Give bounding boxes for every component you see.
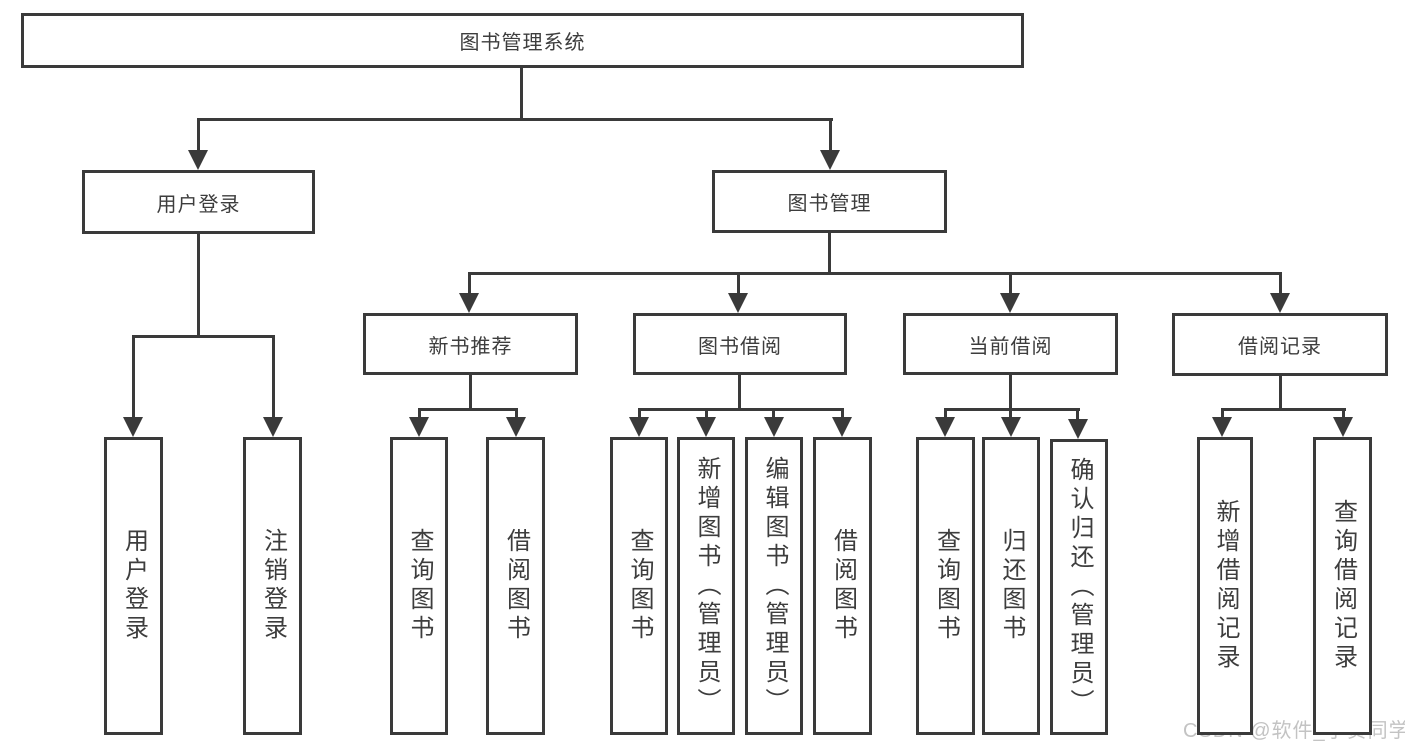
arrowhead-down-icon	[1270, 293, 1290, 313]
node-label: 用户登录	[120, 528, 148, 644]
connector-line	[638, 408, 844, 411]
arrowhead-down-icon	[1001, 417, 1021, 437]
connector-line	[841, 408, 844, 422]
node-logout: 注销登录	[243, 437, 302, 735]
connector-line	[944, 408, 947, 422]
node-label: 图书管理	[787, 193, 872, 215]
node-query-books-2: 查询图书	[610, 437, 668, 735]
node-book-management: 图书管理	[712, 170, 947, 233]
node-root: 图书管理系统	[21, 13, 1024, 68]
node-confirm-return-admin: 确认归还（管理员）	[1050, 439, 1108, 735]
arrowhead-down-icon	[728, 293, 748, 313]
connector-line	[1009, 272, 1012, 298]
node-borrow-records: 借阅记录	[1172, 313, 1388, 376]
connector-line	[1279, 376, 1282, 408]
node-new-book-recommend: 新书推荐	[363, 313, 578, 375]
node-user-login-group: 用户登录	[82, 170, 315, 234]
arrowhead-down-icon	[263, 417, 283, 437]
node-query-books-1: 查询图书	[390, 437, 448, 735]
connector-line	[197, 118, 200, 154]
connector-line	[197, 234, 200, 336]
node-borrow-books-2: 借阅图书	[813, 437, 872, 735]
node-borrow-books-1: 借阅图书	[486, 437, 545, 735]
arrowhead-down-icon	[123, 417, 143, 437]
node-book-borrowing: 图书借阅	[633, 313, 847, 375]
connector-line	[132, 335, 275, 338]
node-label: 图书借阅	[698, 335, 782, 358]
connector-line	[1076, 408, 1079, 422]
connector-line	[828, 233, 831, 274]
arrowhead-down-icon	[409, 417, 429, 437]
connector-line	[468, 272, 1282, 275]
connector-line	[705, 408, 708, 422]
node-label: 借阅图书	[502, 528, 530, 644]
node-label: 编辑图书（管理员）	[761, 455, 788, 717]
node-label: 注销登录	[259, 528, 287, 644]
node-label: 确认归还（管理员）	[1066, 456, 1093, 718]
connector-line	[418, 408, 421, 422]
connector-line	[1221, 408, 1346, 411]
connector-line	[469, 375, 472, 409]
node-add-borrow-record: 新增借阅记录	[1197, 437, 1253, 735]
node-label: 借阅记录	[1238, 336, 1322, 358]
connector-line	[520, 68, 523, 120]
node-label: 新书推荐	[428, 335, 513, 358]
node-add-books-admin: 新增图书（管理员）	[677, 437, 735, 735]
node-label: 查询图书	[932, 528, 960, 644]
arrowhead-down-icon	[188, 150, 208, 170]
arrowhead-down-icon	[459, 293, 479, 313]
node-edit-books-admin: 编辑图书（管理员）	[745, 437, 803, 735]
arrowhead-down-icon	[1068, 419, 1088, 439]
node-label: 用户登录	[156, 193, 241, 216]
connector-line	[468, 272, 471, 298]
arrowhead-down-icon	[764, 417, 784, 437]
node-label: 查询借阅记录	[1329, 499, 1357, 673]
node-label: 新增借阅记录	[1212, 499, 1239, 673]
arrowhead-down-icon	[696, 417, 716, 437]
arrowhead-down-icon	[1333, 417, 1353, 437]
arrowhead-down-icon	[832, 417, 852, 437]
node-label: 查询图书	[626, 528, 653, 644]
arrowhead-down-icon	[820, 150, 840, 170]
node-label: 归还图书	[998, 528, 1025, 644]
node-label: 当前借阅	[968, 335, 1053, 358]
connector-line	[772, 408, 775, 422]
connector-line	[418, 408, 518, 411]
arrowhead-down-icon	[1212, 417, 1232, 437]
connector-line	[515, 408, 518, 422]
connector-line	[1009, 408, 1012, 422]
arrowhead-down-icon	[1000, 293, 1020, 313]
arrowhead-down-icon	[506, 417, 526, 437]
node-query-borrow-record: 查询借阅记录	[1313, 437, 1372, 735]
connector-line	[638, 408, 641, 422]
node-user-login: 用户登录	[104, 437, 163, 735]
node-label: 借阅图书	[829, 528, 857, 644]
node-query-books-3: 查询图书	[916, 437, 975, 735]
node-label: 新增图书（管理员）	[693, 455, 720, 717]
connector-line	[1342, 408, 1345, 422]
connector-line	[1279, 272, 1282, 298]
connector-line	[1009, 375, 1012, 409]
arrowhead-down-icon	[629, 417, 649, 437]
connector-line	[737, 272, 740, 298]
node-label: 图书管理系统	[459, 32, 586, 54]
node-return-books: 归还图书	[982, 437, 1040, 735]
connector-line	[944, 408, 1080, 411]
node-current-borrowing: 当前借阅	[903, 313, 1118, 375]
connector-line	[197, 118, 833, 121]
node-label: 查询图书	[406, 528, 433, 644]
arrowhead-down-icon	[935, 417, 955, 437]
connector-line	[1221, 408, 1224, 422]
connector-line	[132, 335, 135, 421]
connector-line	[738, 375, 741, 409]
connector-line	[829, 118, 832, 154]
connector-line	[272, 335, 275, 421]
